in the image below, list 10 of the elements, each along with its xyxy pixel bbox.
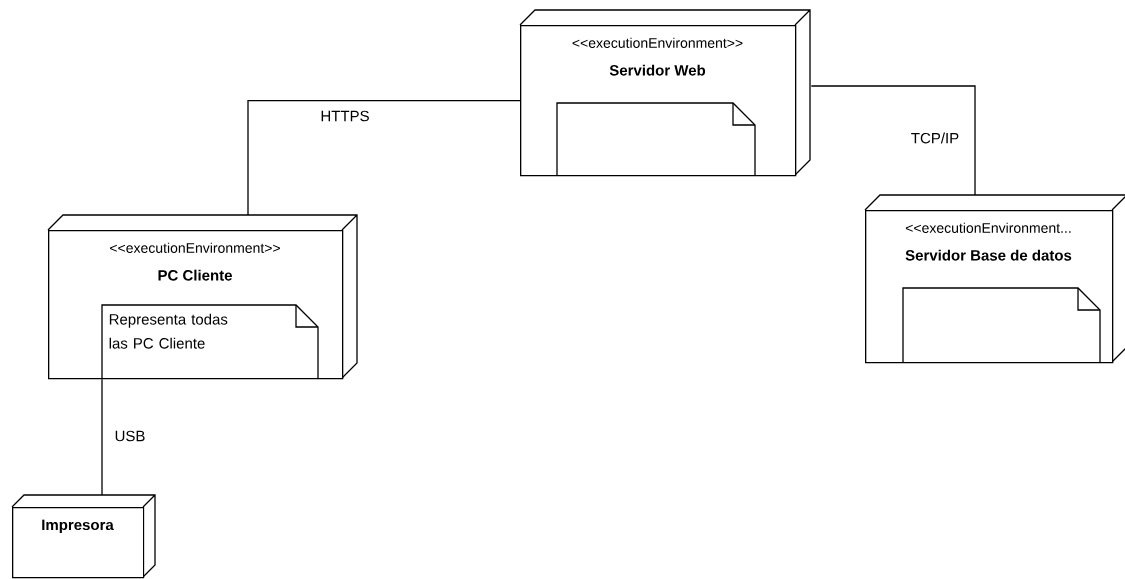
node-box: Impresora xyxy=(11,494,156,579)
note: Representa todas las PC Cliente xyxy=(101,304,319,379)
connector-line xyxy=(101,378,103,496)
note xyxy=(902,287,1101,363)
connector-line xyxy=(810,85,976,196)
note xyxy=(556,102,756,176)
edge-label: HTTPS xyxy=(318,108,372,124)
edge-label: USB xyxy=(112,428,148,444)
connector-line xyxy=(247,100,521,216)
edge-label: TCP/IP xyxy=(908,130,962,146)
